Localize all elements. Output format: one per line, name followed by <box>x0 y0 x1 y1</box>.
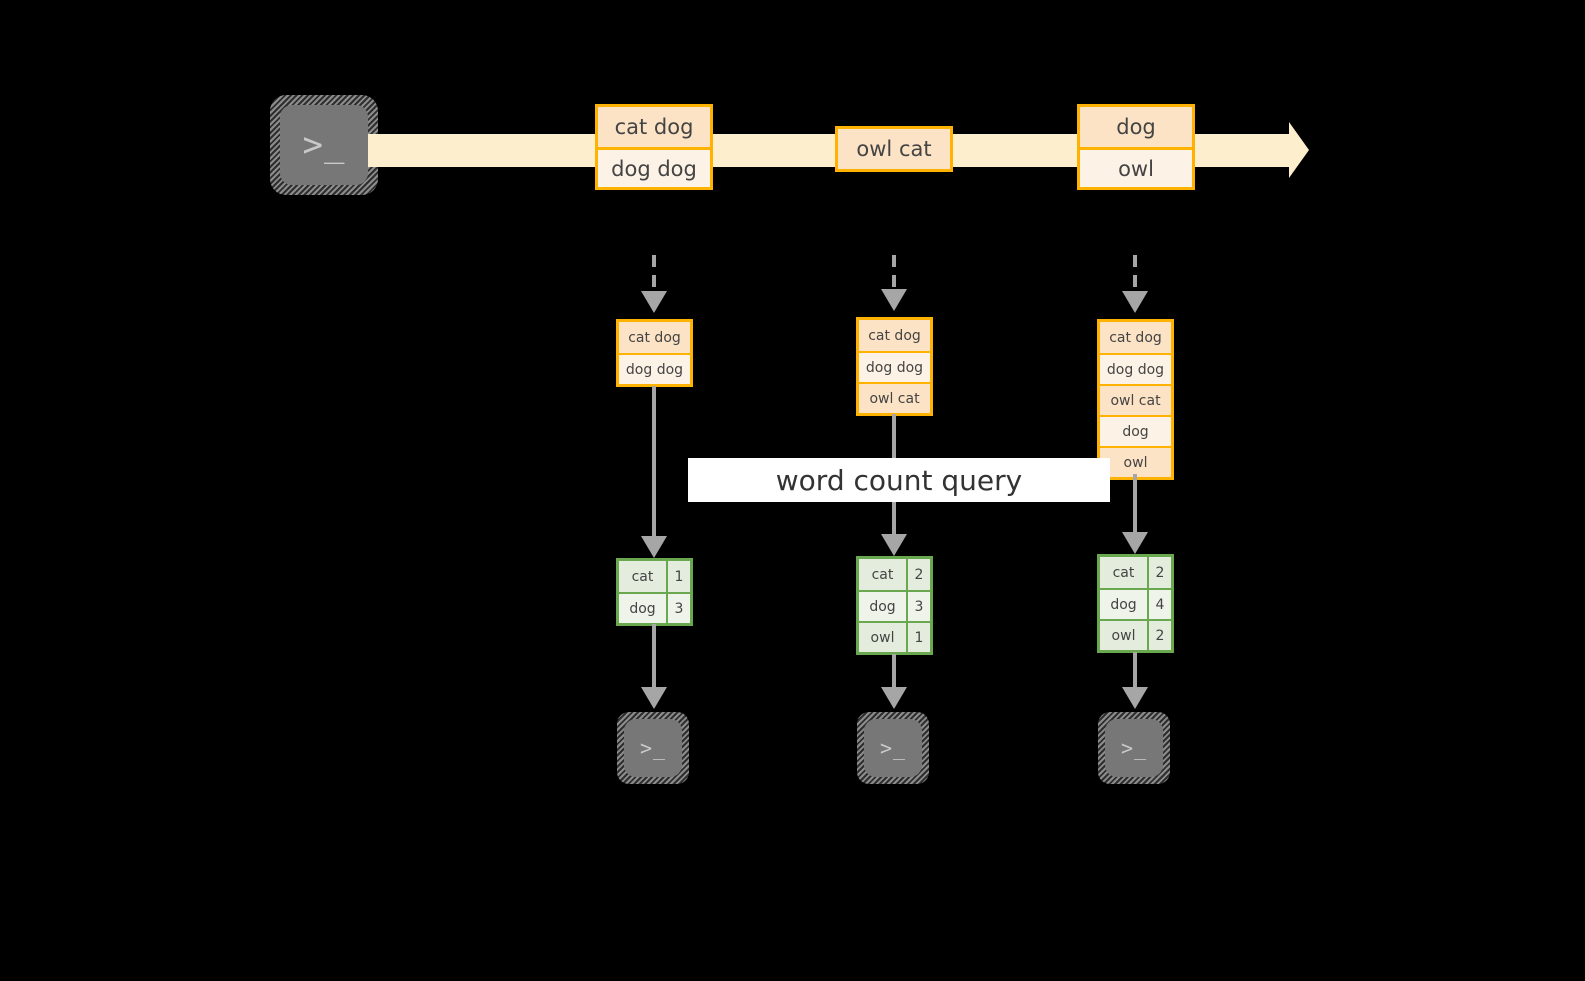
sink-terminal-body <box>1105 719 1163 777</box>
stream-record-3: dog owl <box>1077 104 1195 190</box>
result-word: cat <box>859 559 906 590</box>
table-row: dog 3 <box>619 592 690 623</box>
snapshot-to-result-arrowhead-2 <box>881 534 907 556</box>
stream-record-line: owl <box>1080 147 1192 187</box>
snapshot-to-result-arrowhead-3 <box>1122 532 1148 554</box>
query-banner: word count query <box>688 458 1110 502</box>
stream-to-snapshot-connector-1 <box>652 255 656 293</box>
snapshot-to-result-connector-3 <box>1133 474 1137 534</box>
result-word: dog <box>859 592 906 621</box>
snapshot-line: owl <box>1100 446 1171 477</box>
result-table-2: cat 2 dog 3 owl 1 <box>856 556 933 655</box>
stream-record-2: owl cat <box>835 126 953 172</box>
result-table-1: cat 1 dog 3 <box>616 558 693 626</box>
table-row: cat 1 <box>619 561 690 592</box>
result-word: dog <box>619 594 666 623</box>
table-row: owl 1 <box>859 621 930 652</box>
query-banner-label: word count query <box>775 463 1023 497</box>
source-terminal-prompt-icon: >_ <box>302 125 346 165</box>
table-row: cat 2 <box>1100 557 1171 588</box>
result-to-sink-arrowhead-2 <box>881 687 907 709</box>
snapshot-line: cat dog <box>1100 322 1171 353</box>
table-row: dog 3 <box>859 590 930 621</box>
result-to-sink-arrowhead-3 <box>1122 687 1148 709</box>
source-terminal-body <box>280 105 368 185</box>
stream-record-1: cat dog dog dog <box>595 104 713 190</box>
snapshot-line: dog <box>1100 415 1171 446</box>
result-word: cat <box>1100 557 1147 588</box>
stream-record-line: dog dog <box>598 147 710 187</box>
sink-terminal-body <box>864 719 922 777</box>
result-word: owl <box>859 623 906 652</box>
stream-to-snapshot-arrowhead-1 <box>641 291 667 313</box>
snapshot-box-1: cat dog dog dog <box>616 319 693 387</box>
snapshot-line: dog dog <box>859 351 930 382</box>
table-row: dog 4 <box>1100 588 1171 619</box>
snapshot-line: owl cat <box>859 382 930 413</box>
result-count: 1 <box>906 623 930 652</box>
sink-terminal-prompt-icon: >_ <box>1120 736 1148 760</box>
snapshot-box-2: cat dog dog dog owl cat <box>856 317 933 416</box>
result-word: dog <box>1100 590 1147 619</box>
stream-record-line: cat dog <box>598 107 710 147</box>
result-count: 2 <box>1147 621 1171 650</box>
sink-terminal-prompt-icon: >_ <box>879 736 907 760</box>
sink-terminal-body <box>624 719 682 777</box>
result-count: 2 <box>906 559 930 590</box>
stream-record-line: dog <box>1080 107 1192 147</box>
result-to-sink-connector-3 <box>1133 652 1137 689</box>
sink-terminal-1: >_ <box>617 712 689 784</box>
snapshot-line: owl cat <box>1100 384 1171 415</box>
snapshot-line: cat dog <box>859 320 930 351</box>
sink-terminal-3: >_ <box>1098 712 1170 784</box>
table-row: owl 2 <box>1100 619 1171 650</box>
result-count: 4 <box>1147 590 1171 619</box>
result-count: 2 <box>1147 557 1171 588</box>
result-to-sink-connector-2 <box>892 654 896 689</box>
source-terminal: >_ <box>270 95 378 195</box>
stream-to-snapshot-arrowhead-3 <box>1122 291 1148 313</box>
snapshot-to-result-arrowhead-1 <box>641 536 667 558</box>
result-table-3: cat 2 dog 4 owl 2 <box>1097 554 1174 653</box>
stream-band-arrowhead <box>1289 122 1309 178</box>
result-count: 3 <box>906 592 930 621</box>
sink-terminal-prompt-icon: >_ <box>639 736 667 760</box>
snapshot-box-3: cat dog dog dog owl cat dog owl <box>1097 319 1174 480</box>
sink-terminal-2: >_ <box>857 712 929 784</box>
snapshot-line: dog dog <box>1100 353 1171 384</box>
snapshot-line: dog dog <box>619 353 690 384</box>
result-count: 3 <box>666 594 690 623</box>
result-to-sink-arrowhead-1 <box>641 687 667 709</box>
table-row: cat 2 <box>859 559 930 590</box>
result-word: owl <box>1100 621 1147 650</box>
result-count: 1 <box>666 561 690 592</box>
stream-record-line: owl cat <box>838 129 950 169</box>
snapshot-to-result-connector-1 <box>652 386 656 538</box>
stream-to-snapshot-arrowhead-2 <box>881 289 907 311</box>
snapshot-line: cat dog <box>619 322 690 353</box>
stream-to-snapshot-connector-2 <box>892 255 896 291</box>
result-to-sink-connector-1 <box>652 624 656 689</box>
result-word: cat <box>619 561 666 592</box>
stream-to-snapshot-connector-3 <box>1133 255 1137 293</box>
